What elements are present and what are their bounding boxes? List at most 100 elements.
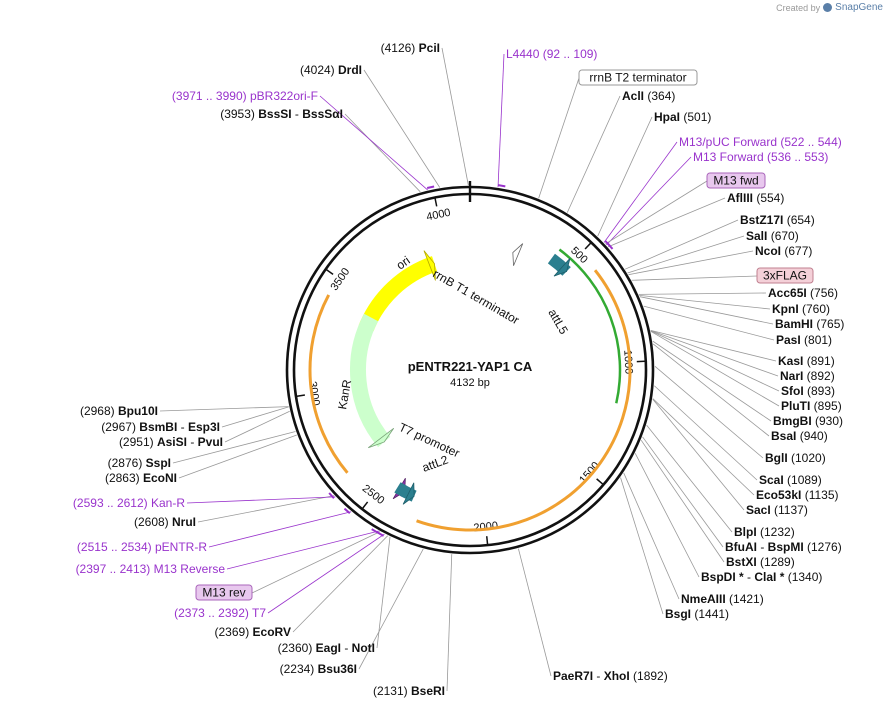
enzyme-label-econi[interactable]: (2863) EcoNI bbox=[105, 471, 177, 485]
enzyme-label-nmeaiii[interactable]: NmeAIII (1421) bbox=[681, 592, 764, 606]
primer-label-m13-puc-forward[interactable]: M13/pUC Forward (522 .. 544) bbox=[679, 135, 842, 149]
leader-line bbox=[441, 47, 469, 186]
boxed-label-m13-rev[interactable]: M13 rev bbox=[202, 586, 245, 600]
enzyme-label-nrui[interactable]: (2608) NruI bbox=[134, 515, 196, 529]
leader-line bbox=[652, 343, 770, 437]
feature-arrowhead bbox=[368, 427, 395, 449]
enzyme-label-ecorv[interactable]: (2369) EcoRV bbox=[215, 625, 292, 639]
boxed-label-bg bbox=[756, 267, 814, 284]
leader-line bbox=[538, 77, 580, 199]
leader-line bbox=[376, 536, 391, 649]
leader-line bbox=[178, 434, 297, 479]
enzyme-label-hpai[interactable]: HpaI (501) bbox=[654, 110, 711, 124]
enzyme-label-bmgbi[interactable]: BmgBI (930) bbox=[773, 414, 843, 428]
cds-arc bbox=[416, 269, 632, 532]
enzyme-label-bspdi[interactable]: BspDI * - ClaI * (1340) bbox=[701, 570, 822, 584]
leader-line bbox=[639, 296, 774, 325]
leader-line bbox=[640, 439, 725, 563]
feature-arrowhead bbox=[553, 257, 571, 277]
feature-label-ori: ori bbox=[394, 253, 413, 272]
enzyme-label-pluti[interactable]: PluTI (895) bbox=[781, 399, 842, 413]
primer-label-m13-reverse[interactable]: (2397 .. 2413) M13 Reverse bbox=[76, 562, 226, 576]
primer-label-pentr-r[interactable]: (2515 .. 2534) pENTR-R bbox=[77, 540, 207, 554]
enzyme-label-paer7i[interactable]: PaeR7I - XhoI (1892) bbox=[553, 669, 668, 683]
primer-label-t7[interactable]: (2373 .. 2392) T7 bbox=[174, 606, 266, 620]
tick-mark bbox=[584, 242, 592, 250]
boxed-label-m13-fwd[interactable]: M13 fwd bbox=[713, 174, 758, 188]
enzyme-label-pcii[interactable]: (4126) PciI bbox=[381, 41, 440, 55]
leader-line bbox=[650, 330, 779, 377]
feature-arrowhead bbox=[512, 243, 524, 266]
feature-kanr[interactable] bbox=[350, 313, 391, 448]
enzyme-label-bsmbi[interactable]: (2967) BsmBI - Esp3I bbox=[101, 420, 220, 434]
enzyme-label-bsgi[interactable]: BsgI (1441) bbox=[665, 607, 729, 621]
enzyme-label-sfoi[interactable]: SfoI (893) bbox=[781, 384, 835, 398]
enzyme-label-kasi[interactable]: KasI (891) bbox=[778, 354, 835, 368]
primer-label-m13-forward[interactable]: M13 Forward (536 .. 553) bbox=[693, 150, 828, 164]
primer-site-mark bbox=[376, 531, 385, 537]
boxed-label-bg bbox=[706, 172, 766, 189]
primer-label-pbr322ori-f[interactable]: (3971 .. 3990) pBR322ori-F bbox=[172, 89, 318, 103]
leader-line bbox=[597, 116, 653, 237]
primer-label-kan-r[interactable]: (2593 .. 2612) Kan-R bbox=[73, 496, 185, 510]
enzyme-label-acc65i[interactable]: Acc65I (756) bbox=[768, 286, 838, 300]
enzyme-label-eco53ki[interactable]: Eco53kI (1135) bbox=[756, 488, 839, 502]
boxed-label-3xflag[interactable]: 3xFLAG bbox=[763, 269, 807, 283]
leader-line bbox=[292, 535, 389, 633]
tick-mark bbox=[362, 501, 369, 509]
enzyme-label-acli[interactable]: AclI (364) bbox=[622, 89, 675, 103]
leader-line bbox=[654, 366, 764, 459]
leader-line bbox=[208, 511, 352, 548]
enzyme-label-bseri[interactable]: (2131) BseRI bbox=[373, 684, 445, 698]
enzyme-label-bsu36i[interactable]: (2234) Bsu36I bbox=[280, 662, 357, 676]
enzyme-label-nari[interactable]: NarI (892) bbox=[780, 369, 835, 383]
tick-mark bbox=[326, 269, 334, 275]
boxed-label-bg bbox=[578, 69, 698, 86]
feature-ori[interactable] bbox=[358, 256, 438, 332]
primer-label-l4440[interactable]: L4440 (92 .. 109) bbox=[506, 47, 597, 61]
feature-label-t7-promoter: T7 promoter bbox=[397, 420, 462, 460]
enzyme-label-bgli[interactable]: BglI (1020) bbox=[765, 451, 826, 465]
leader-line bbox=[631, 275, 758, 281]
enzyme-label-bsssi[interactable]: (3953) BssSI - BssSαI bbox=[220, 107, 343, 121]
enzyme-label-sali[interactable]: SalI (670) bbox=[746, 229, 799, 243]
enzyme-label-ncoi[interactable]: NcoI (677) bbox=[755, 244, 812, 258]
enzyme-label-bpu10i[interactable]: (2968) Bpu10I bbox=[80, 404, 158, 418]
leader-line bbox=[623, 472, 680, 600]
tick-mark bbox=[485, 536, 489, 545]
enzyme-label-drdi[interactable]: (4024) DrdI bbox=[300, 63, 362, 77]
leader-line bbox=[566, 95, 621, 213]
enzyme-label-kpni[interactable]: KpnI (760) bbox=[772, 302, 830, 316]
leader-line bbox=[159, 406, 289, 412]
enzyme-label-bstxi[interactable]: BstXI (1289) bbox=[726, 555, 795, 569]
leader-line bbox=[652, 398, 745, 511]
leader-line bbox=[627, 235, 745, 274]
enzyme-label-bsai[interactable]: BsaI (940) bbox=[771, 429, 828, 443]
tick-label: 3500 bbox=[328, 266, 352, 293]
plasmid-size: 4132 bp bbox=[450, 377, 490, 389]
enzyme-label-scai[interactable]: ScaI (1089) bbox=[759, 473, 822, 487]
leader-line bbox=[642, 436, 724, 548]
enzyme-label-pasi[interactable]: PasI (801) bbox=[776, 333, 832, 347]
enzyme-label-afliii[interactable]: AflIII (554) bbox=[727, 191, 784, 205]
enzyme-label-sspi[interactable]: (2876) SspI bbox=[108, 456, 171, 470]
leader-line bbox=[654, 385, 758, 481]
enzyme-label-bstz17i[interactable]: BstZ17I (654) bbox=[740, 213, 815, 227]
leader-line bbox=[172, 431, 296, 464]
tick-label: 2500 bbox=[360, 483, 387, 507]
leader-line bbox=[358, 548, 424, 670]
enzyme-label-bfuai[interactable]: BfuAI - BspMI (1276) bbox=[725, 540, 842, 554]
enzyme-label-blpi[interactable]: BlpI (1232) bbox=[734, 525, 795, 539]
enzyme-labels: (4126) PciI (4024) DrdI (3953) BssSI - Bss… bbox=[73, 41, 844, 698]
tick-mark bbox=[296, 394, 306, 397]
enzyme-label-asisi[interactable]: (2951) AsiSI - PvuI bbox=[119, 435, 223, 449]
leader-line bbox=[319, 95, 428, 191]
enzyme-label-saci[interactable]: SacI (1137) bbox=[746, 503, 808, 517]
enzyme-label-eagi[interactable]: (2360) EagI - NotI bbox=[278, 641, 375, 655]
leader-line bbox=[646, 424, 733, 533]
feature-label-attl5: attL5 bbox=[545, 307, 571, 337]
boxed-label-rrnb-t2-terminator[interactable]: rrnB T2 terminator bbox=[589, 71, 686, 85]
enzyme-label-bamhi[interactable]: BamHI (765) bbox=[775, 317, 844, 331]
leader-line bbox=[603, 141, 678, 243]
